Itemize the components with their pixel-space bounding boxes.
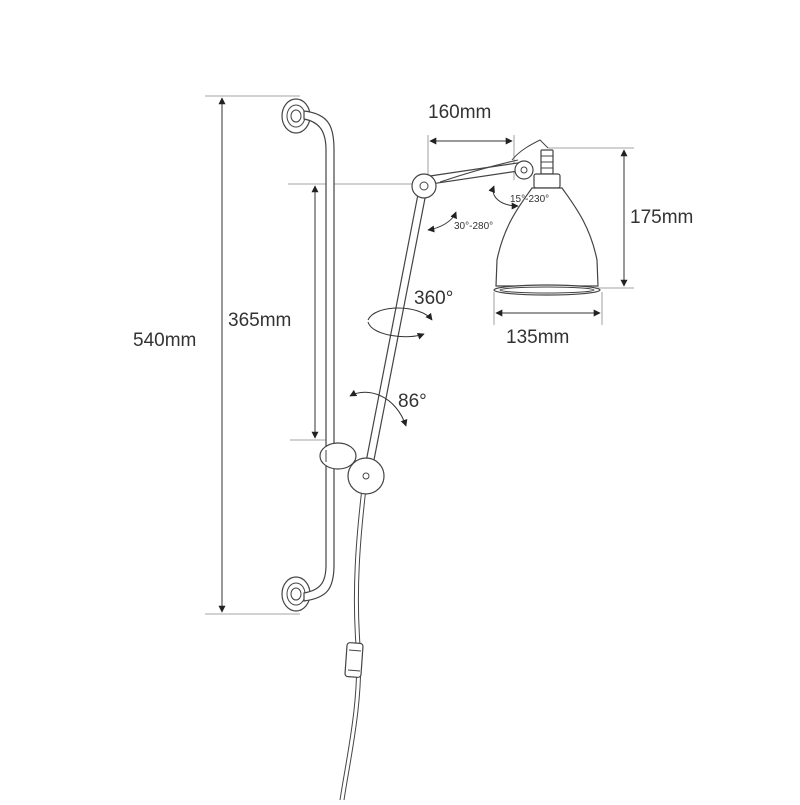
shade-arc bbox=[488, 185, 519, 210]
slider-collar bbox=[319, 442, 357, 470]
angle-labels: 360° 86° 30°-280° 15°-230° bbox=[398, 194, 549, 412]
arm-length-label: 160mm bbox=[428, 102, 491, 123]
rotation-arc-top bbox=[367, 307, 433, 321]
cord-switch bbox=[344, 642, 364, 678]
elbow-angle-label: 30°-280° bbox=[454, 221, 493, 232]
dimension-lines bbox=[218, 97, 628, 613]
extension-lines bbox=[205, 95, 634, 615]
rotation-label: 360° bbox=[414, 288, 453, 309]
base-joint bbox=[347, 457, 385, 495]
shade-height-label: 175mm bbox=[630, 207, 693, 228]
rotation-arc-bottom bbox=[367, 321, 425, 340]
total-height-label: 540mm bbox=[133, 330, 196, 351]
lamp-arm-upper bbox=[411, 139, 549, 199]
shade-width-label: 135mm bbox=[506, 327, 569, 348]
elbow-arc bbox=[427, 211, 457, 233]
elbow-joint bbox=[411, 173, 437, 199]
tilt-arc bbox=[349, 389, 408, 427]
angle-indicators bbox=[349, 185, 519, 427]
shade-joint bbox=[514, 160, 534, 180]
shade-angle-label: 15°-230° bbox=[510, 194, 549, 205]
rail-height-label: 365mm bbox=[228, 310, 291, 331]
dimension-labels: 540mm 365mm 160mm 175mm 135mm bbox=[133, 102, 693, 351]
power-cord bbox=[339, 487, 367, 801]
wall-rail bbox=[281, 98, 335, 612]
lamp-arm-lower bbox=[319, 183, 428, 495]
tilt-label: 86° bbox=[398, 391, 427, 412]
